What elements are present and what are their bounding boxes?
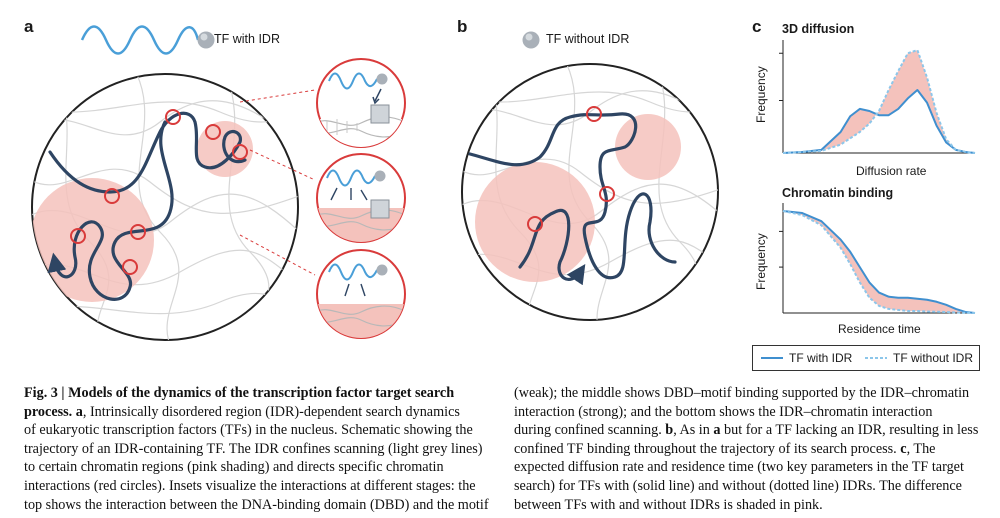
figure-caption-col1: Fig. 3 | Models of the dynamics of the t… (24, 384, 489, 514)
difference-shading (783, 211, 975, 313)
series-line-without-idr (782, 49, 976, 154)
caption-line: Fig. 3 | Models of the dynamics of the t… (24, 385, 455, 401)
caption-line: trajectory of an IDR-containing TF. The … (24, 440, 483, 457)
red-interaction-circles (70, 109, 248, 275)
caption-line: of eukaryotic transcription factors (TFs… (24, 422, 473, 439)
nucleus-diagram-b (461, 63, 719, 321)
chart-bottom-title: Chromatin binding (782, 186, 894, 200)
tf-trajectory-a (50, 111, 247, 301)
caption-line: confined TF binding throughout the traje… (514, 440, 936, 457)
legend-item-without-idr: TF without IDR (865, 351, 974, 365)
chart-bottom-xlabel: Residence time (838, 322, 921, 336)
caption-line: (weak); the middle shows DBD–motif bindi… (514, 385, 970, 401)
series-line-with-idr (782, 89, 976, 154)
chart-diffusion (779, 40, 976, 154)
figure-caption-col2: (weak); the middle shows DBD–motif bindi… (514, 384, 978, 514)
inset-top (316, 58, 406, 148)
inset-bottom (316, 249, 406, 339)
caption-line: expected diffusion rate and residence ti… (514, 459, 964, 476)
inset-connectors (239, 89, 316, 276)
chart-top-xlabel: Diffusion rate (856, 164, 927, 178)
panel-c-label: c (752, 17, 762, 36)
chart-binding (779, 203, 976, 314)
caption-line: during confined scanning. b, As in a but… (514, 422, 979, 439)
caption-line: search) for TFs with (solid line) and wi… (514, 477, 962, 494)
panel-a-tf-label: TF with IDR (214, 32, 280, 46)
caption-line: between TFs with and without IDRs is sha… (514, 496, 823, 513)
legend-item-with-idr: TF with IDR (761, 351, 853, 365)
chart-legend: TF with IDR TF without IDR (752, 345, 980, 371)
inset-middle (316, 153, 406, 243)
caption-line: to certain chromatin regions (pink shadi… (24, 459, 444, 476)
chart-top-ylabel: Frequency (754, 66, 768, 123)
series-line-with-idr (782, 210, 976, 314)
panel-a-label: a (24, 17, 34, 36)
caption-line: process. a, Intrinsically disordered reg… (24, 403, 460, 420)
caption-line: interaction (strong); and the bottom sho… (514, 403, 933, 420)
idr-wave-icon (80, 25, 215, 55)
tf-no-idr-icon (522, 31, 540, 49)
nucleus-diagram-a (31, 73, 299, 341)
caption-line: top shows the interaction between the DN… (24, 496, 489, 513)
panel-b-label: b (457, 17, 468, 36)
caption-line: interactions (red circles). Insets visua… (24, 477, 476, 494)
panel-b-tf-label: TF without IDR (546, 32, 630, 46)
series-line-without-idr (782, 210, 976, 314)
chart-bottom-ylabel: Frequency (754, 233, 768, 290)
chart-top-title: 3D diffusion (782, 22, 855, 36)
